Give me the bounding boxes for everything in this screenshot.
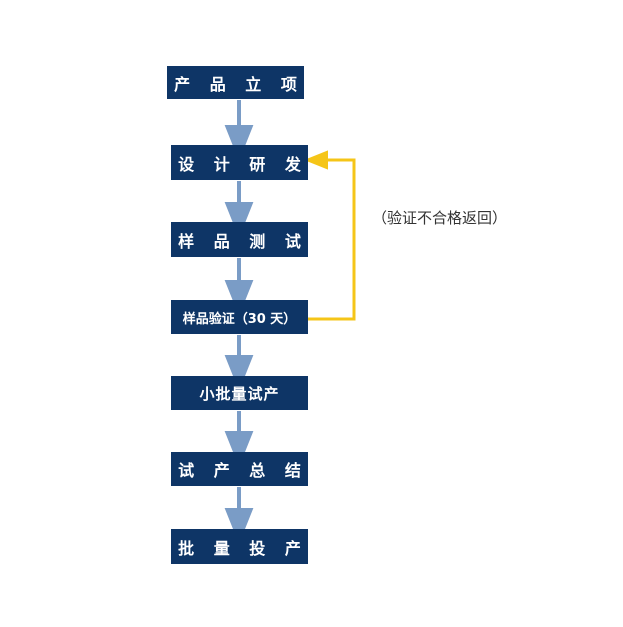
- step-sample-verification: 样品验证（30 天）: [171, 300, 308, 334]
- step-trial-summary: 试 产 总 结: [171, 452, 308, 486]
- step-product-initiation: 产 品 立 项: [167, 66, 304, 99]
- step-sample-testing: 样 品 测 试: [171, 222, 308, 257]
- step-design-development: 设 计 研 发: [171, 145, 308, 180]
- loop-return-label: （验证不合格返回）: [372, 209, 508, 227]
- loop-return-arrow: [304, 150, 356, 321]
- step-small-batch-trial: 小批量试产: [171, 376, 308, 410]
- step-mass-production: 批 量 投 产: [171, 529, 308, 564]
